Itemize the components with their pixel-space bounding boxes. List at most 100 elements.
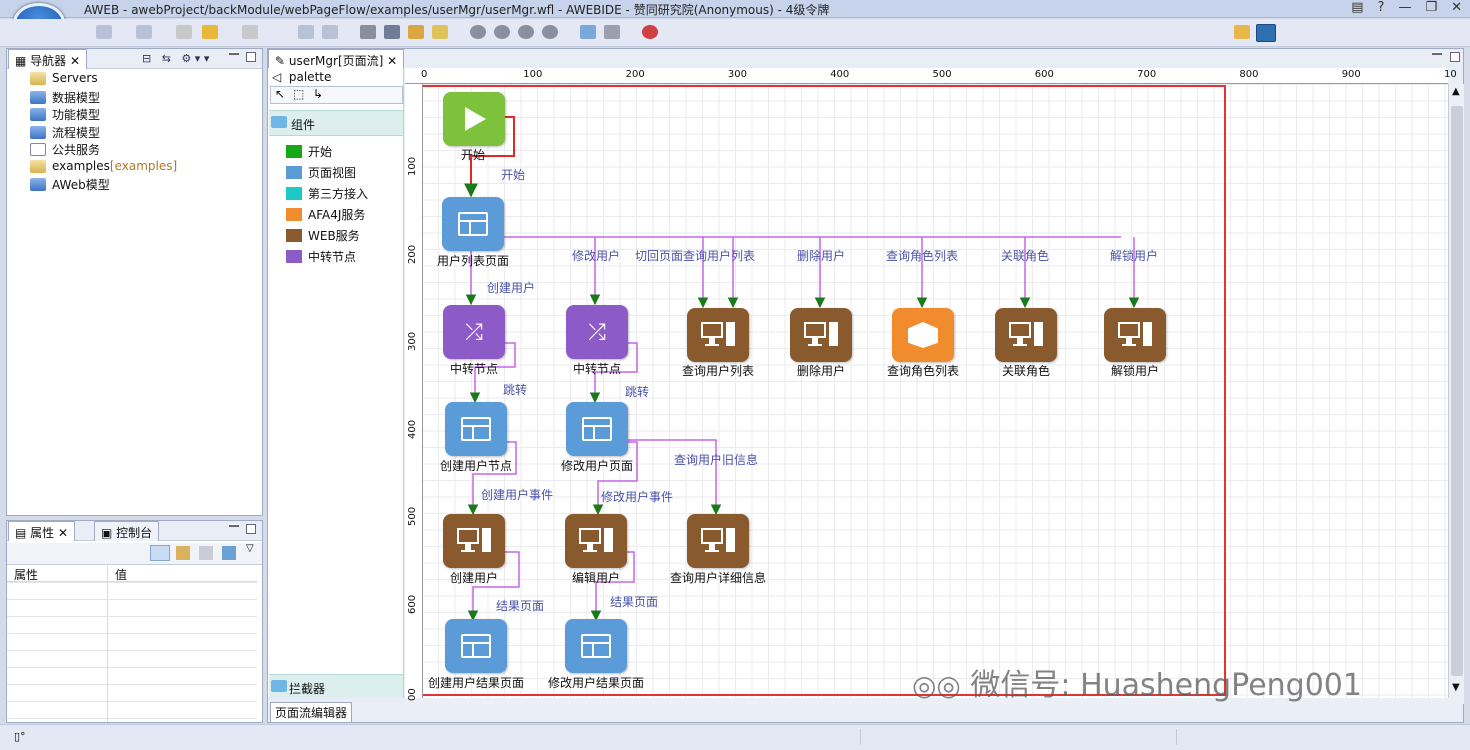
tab-console[interactable]: ▣ 控制台: [94, 521, 160, 541]
debug-icon[interactable]: [642, 25, 658, 39]
node-modify-result-page[interactable]: [565, 619, 627, 673]
palette-item[interactable]: WEB服务: [286, 227, 360, 244]
open-icon[interactable]: [136, 25, 152, 39]
node-query-roles[interactable]: [892, 308, 954, 362]
tab-usermgr-editor[interactable]: ✎ userMgr[页面流] ✕: [268, 49, 405, 68]
categories-icon[interactable]: [150, 545, 170, 561]
minimize-button[interactable]: —: [1398, 0, 1412, 15]
close-icon[interactable]: ✕: [387, 54, 398, 68]
canvas-vertical-scrollbar[interactable]: ▲ ▼: [1448, 84, 1464, 698]
run-icon[interactable]: [432, 25, 448, 39]
refresh-icon[interactable]: [518, 25, 534, 39]
node-create-result-page[interactable]: [445, 619, 507, 673]
advanced-icon[interactable]: [176, 546, 190, 560]
view-menu-icon[interactable]: ▾: [203, 52, 210, 65]
scroll-down-icon[interactable]: ▼: [1452, 682, 1460, 693]
maximize-editor-button[interactable]: [1450, 52, 1460, 62]
node-label: 中转节点: [572, 362, 622, 376]
ruler-tick-label: 400: [830, 69, 850, 80]
perspective-aweb-icon[interactable]: [1256, 24, 1276, 42]
node-create-user[interactable]: [443, 514, 505, 568]
select-tool-icon[interactable]: ↖: [275, 87, 286, 101]
minimize-editor-button[interactable]: [1432, 52, 1442, 55]
palette-section-interceptor[interactable]: 拦截器: [269, 674, 403, 698]
node-start[interactable]: [443, 92, 505, 146]
palette-item[interactable]: 开始: [286, 143, 332, 160]
scroll-thumb[interactable]: [1451, 106, 1463, 676]
node-link-role[interactable]: [995, 308, 1057, 362]
model-icon: [30, 178, 46, 191]
scroll-up-icon[interactable]: ▲: [1452, 86, 1460, 97]
maximize-view-button[interactable]: [246, 52, 256, 62]
layout-icon[interactable]: ▤: [1351, 0, 1364, 15]
sync-all-icon[interactable]: [494, 25, 510, 39]
fast-view-icon[interactable]: ▯°: [14, 730, 26, 743]
node-switch-2[interactable]: ⤮: [566, 305, 628, 359]
edit-icon[interactable]: [222, 546, 236, 560]
save-all-icon[interactable]: [322, 25, 338, 39]
components-icon: [271, 116, 287, 128]
nav-item-public-service[interactable]: 公共服务: [30, 141, 100, 158]
save-icon[interactable]: [298, 25, 314, 39]
node-label: 编辑用户: [571, 571, 621, 585]
collapse-palette-icon[interactable]: ◁: [272, 70, 286, 84]
deploy-icon[interactable]: [408, 25, 424, 39]
node-user-list-page[interactable]: [442, 197, 504, 251]
link-editor-icon[interactable]: ⇆: [161, 52, 171, 65]
minimize-view-button[interactable]: [229, 52, 239, 55]
interceptor-icon: [271, 680, 287, 692]
minimize-view-button[interactable]: [229, 524, 239, 527]
back-icon[interactable]: [176, 25, 192, 39]
previous-edit-icon[interactable]: [202, 25, 218, 39]
new-icon[interactable]: [96, 25, 112, 39]
node-query-user-list[interactable]: [687, 308, 749, 362]
palette-section-components[interactable]: 组件: [269, 110, 403, 136]
node-query-user-detail[interactable]: [687, 514, 749, 568]
refresh-all-icon[interactable]: [542, 25, 558, 39]
node-switch-1[interactable]: ⤮: [443, 305, 505, 359]
view-menu-icon[interactable]: ▽: [246, 543, 254, 554]
forward-icon[interactable]: [242, 25, 258, 39]
nav-item-data-model[interactable]: 数据模型: [30, 89, 100, 106]
nav-item-examples[interactable]: examples[examples]: [30, 159, 177, 173]
node-delete-user[interactable]: [790, 308, 852, 362]
nav-item-aweb-model[interactable]: AWeb模型: [30, 176, 110, 193]
node-modify-user-page[interactable]: [566, 402, 628, 456]
filter-icon[interactable]: ⚙: [181, 52, 192, 65]
perspective-open-icon[interactable]: [1234, 25, 1250, 39]
node-edit-user[interactable]: [565, 514, 627, 568]
nav-item-process-model[interactable]: 流程模型: [30, 124, 100, 141]
palette-item[interactable]: 第三方接入: [286, 185, 368, 202]
tab-properties[interactable]: ▤ 属性 ✕: [8, 521, 76, 541]
palette-item[interactable]: 中转节点: [286, 248, 356, 265]
close-icon[interactable]: ✕: [70, 54, 81, 68]
nav-item-servers[interactable]: Servers: [30, 71, 98, 85]
undo-icon[interactable]: [604, 25, 620, 39]
palette-item[interactable]: AFA4J服务: [286, 206, 365, 223]
canvas-horizontal-scrollbar[interactable]: [405, 698, 1464, 704]
maximize-view-button[interactable]: [246, 524, 256, 534]
marquee-tool-icon[interactable]: ⬚: [293, 87, 305, 101]
build-icon[interactable]: [580, 25, 596, 39]
palette-header[interactable]: ◁ palette: [272, 70, 331, 84]
collapse-all-icon[interactable]: ⊟: [142, 52, 152, 65]
maximize-button[interactable]: ❐: [1425, 0, 1438, 15]
tab-navigator[interactable]: ▦ 导航器 ✕: [8, 49, 88, 69]
edge-label: 结果页面: [496, 599, 545, 613]
close-icon[interactable]: ✕: [58, 526, 69, 540]
module-icon[interactable]: [360, 25, 376, 39]
pageflow-canvas[interactable]: ⤮ ⤮ 开始 用户列表页面 中转节点 中转节点 查询用户列表 删除用户 查询角色…: [405, 84, 1448, 698]
nav-item-function-model[interactable]: 功能模型: [30, 106, 100, 123]
help-icon[interactable]: ?: [1377, 0, 1385, 15]
shuffle-icon: ⤮: [465, 319, 483, 345]
node-create-user-node[interactable]: [445, 402, 507, 456]
node-unlock-user[interactable]: [1104, 308, 1166, 362]
restore-default-icon[interactable]: [199, 546, 213, 560]
sync-icon[interactable]: [470, 25, 486, 39]
connection-tool-icon[interactable]: ↳: [313, 87, 324, 101]
palette-item[interactable]: 页面视图: [286, 164, 356, 181]
node-label: 修改用户页面: [560, 459, 634, 473]
web-icon[interactable]: [384, 25, 400, 39]
tab-pageflow-editor[interactable]: 页面流编辑器: [270, 702, 353, 723]
close-button[interactable]: ✕: [1451, 0, 1462, 15]
